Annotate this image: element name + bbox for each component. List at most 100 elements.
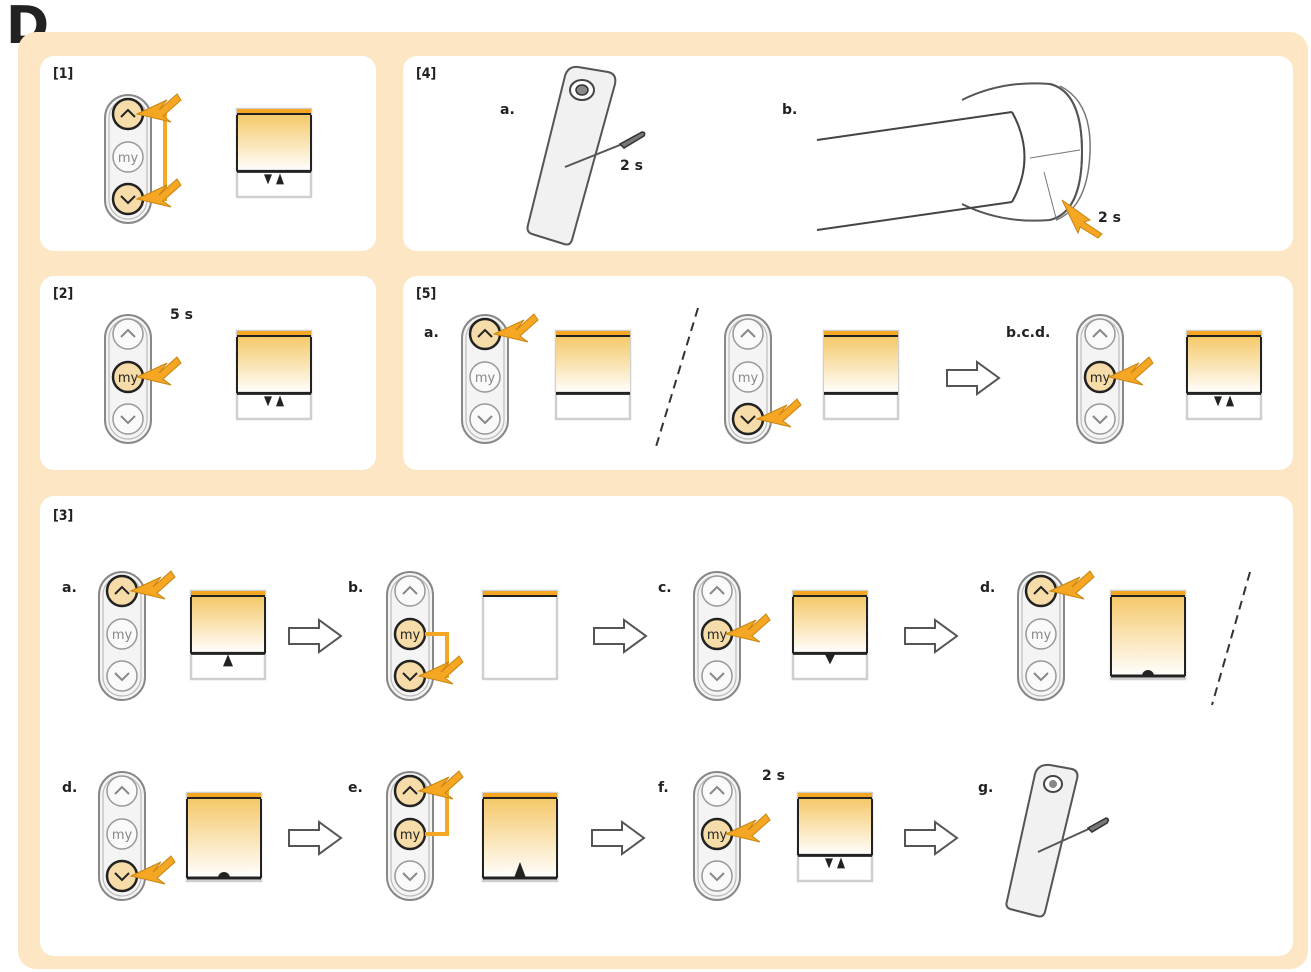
remote-button-down	[106, 660, 138, 692]
handheld-remote-back-a	[526, 65, 646, 246]
remote-button-down	[469, 403, 501, 435]
stop-dot-icon	[218, 872, 230, 878]
chevron-down-icon	[114, 872, 130, 882]
remote-button-my: my	[111, 360, 145, 394]
chevron-up-icon	[402, 585, 418, 595]
p3-step-r1-b: b.	[348, 580, 364, 596]
svg-text:my: my	[1090, 371, 1111, 386]
blind-p1	[235, 107, 314, 205]
chevron-up-icon	[114, 585, 130, 595]
remote-button-my: my	[106, 818, 138, 850]
chevron-up-icon	[1092, 328, 1108, 338]
svg-text:my: my	[112, 628, 133, 643]
pointer-arrow-icon	[1107, 356, 1154, 386]
svg-text:my: my	[1031, 628, 1052, 643]
up-triangle-icon	[837, 857, 845, 869]
p5-step-bcd: b.c.d.	[1006, 325, 1051, 341]
up-triangle-icon	[514, 862, 526, 878]
chevron-up-icon	[402, 785, 418, 795]
chevron-up-icon	[114, 785, 130, 795]
panel-4-label: [4]	[416, 66, 437, 82]
remote-button-down	[1025, 660, 1057, 692]
chevron-down-icon	[114, 672, 130, 682]
p4-step-a: a.	[500, 102, 515, 118]
next-step-arrow-icon	[904, 820, 959, 856]
panel-1	[40, 56, 376, 251]
svg-text:my: my	[400, 628, 421, 643]
remote-p3-d2: my	[97, 770, 207, 915]
svg-text:my: my	[707, 828, 728, 843]
pointer-arrow-icon	[417, 770, 464, 800]
svg-text:my: my	[475, 371, 496, 386]
remote-button-up	[701, 575, 733, 607]
svg-text:my: my	[400, 828, 421, 843]
remote-p3-d: my	[1016, 570, 1126, 715]
next-step-arrow-icon	[591, 820, 646, 856]
panel-2	[40, 276, 376, 470]
p3-step-r2-d: d.	[62, 780, 78, 796]
pointer-arrow-icon	[492, 313, 539, 343]
svg-text:my: my	[707, 628, 728, 643]
remote-p5-a: my	[460, 313, 570, 458]
chevron-down-icon	[1092, 415, 1108, 425]
blind-p3-b	[481, 589, 560, 687]
remote-p3-f: my	[692, 770, 802, 915]
next-step-arrow-icon	[288, 820, 343, 856]
chevron-down-icon	[120, 415, 136, 425]
remote-p2: my	[103, 313, 213, 458]
blind-p3-c	[791, 589, 870, 687]
remote-button-up	[106, 775, 138, 807]
remote-button-my: my	[112, 141, 144, 173]
p4-time-a: 2 s	[620, 158, 643, 174]
next-step-arrow-icon	[946, 360, 1001, 396]
blind-p3-e	[481, 791, 560, 889]
remote-button-up	[394, 575, 426, 607]
panel-3-label: [3]	[53, 508, 74, 524]
blind-p2	[235, 329, 314, 427]
chevron-up-icon	[120, 328, 136, 338]
svg-text:my: my	[112, 828, 133, 843]
chevron-down-icon	[402, 872, 418, 882]
blind-p3-d	[1109, 589, 1188, 687]
p3-step-r1-c: c.	[658, 580, 672, 596]
pointer-arrow-icon	[1048, 570, 1095, 600]
blind-p5-bcd	[1185, 329, 1264, 427]
p5-step-a: a.	[424, 325, 439, 341]
pointer-arrow-icon	[724, 613, 771, 643]
next-arrow	[903, 820, 961, 861]
remote-button-my: my	[732, 361, 764, 393]
pointer-arrow-icon	[129, 570, 176, 600]
next-step-arrow-icon	[904, 618, 959, 654]
chevron-down-icon	[120, 195, 136, 205]
remote-p3-b: my	[385, 570, 495, 715]
svg-text:my: my	[118, 371, 139, 386]
down-triangle-icon	[264, 396, 272, 407]
motor-tube-b	[816, 82, 1103, 239]
chevron-up-icon	[1033, 585, 1049, 595]
chevron-down-icon	[740, 415, 756, 425]
up-triangle-icon	[276, 173, 284, 185]
up-triangle-icon	[276, 395, 284, 407]
remote-button-my: my	[700, 817, 734, 851]
chevron-up-icon	[709, 585, 725, 595]
pointer-arrow-icon	[135, 356, 182, 386]
next-arrow	[903, 618, 961, 659]
chevron-down-icon	[477, 415, 493, 425]
p3-time-f: 2 s	[762, 768, 785, 784]
chevron-up-icon	[740, 328, 756, 338]
pointer-arrow-icon	[755, 398, 802, 428]
remote-p1: my	[103, 93, 213, 238]
pointer-arrow-icon	[129, 855, 176, 885]
up-triangle-icon	[1226, 395, 1234, 407]
chevron-down-icon	[402, 672, 418, 682]
down-triangle-icon	[825, 858, 833, 869]
p4-step-b: b.	[782, 102, 798, 118]
p3-step-r2-f: f.	[658, 780, 669, 796]
remote-button-up	[112, 318, 144, 350]
p3-step-r1-d: d.	[980, 580, 996, 596]
remote-button-my: my	[393, 817, 427, 851]
panel-1-label: [1]	[53, 66, 74, 82]
chevron-down-icon	[709, 672, 725, 682]
remote-p5-a2: my	[723, 313, 833, 458]
